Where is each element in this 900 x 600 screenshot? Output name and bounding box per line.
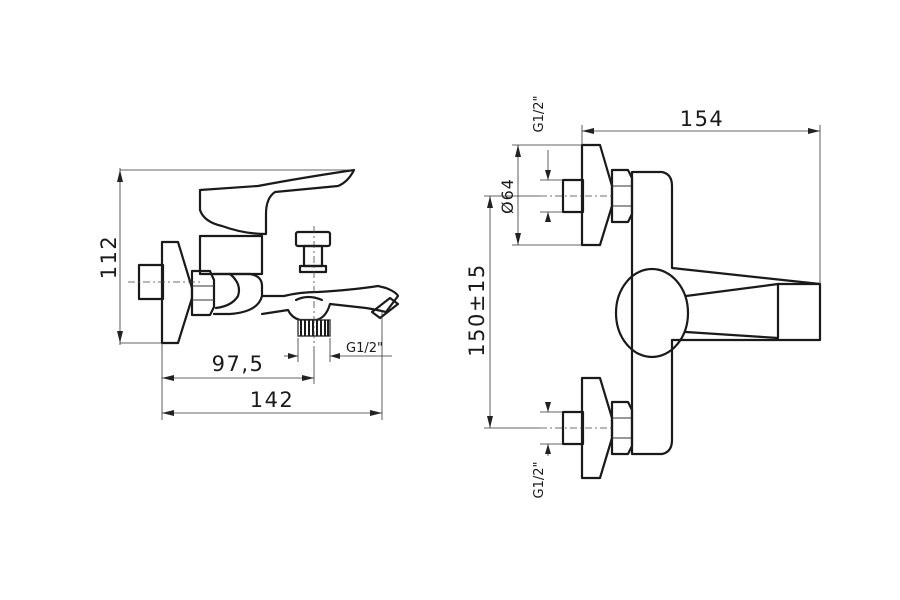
front-view: 154 Ø64 150±15 G1/2" <box>465 96 822 498</box>
side-height-label: 112 <box>97 235 121 280</box>
side-height-dimension: 112 <box>97 168 354 345</box>
front-lever-handle <box>684 282 780 340</box>
front-bottom-hex-nut <box>610 400 634 456</box>
front-bottom-thread-label: G1/2" <box>532 462 547 499</box>
side-lever-handle <box>198 168 356 236</box>
side-outlet-thread-callout: G1/2" <box>284 338 392 362</box>
side-wall-flange <box>160 240 194 345</box>
front-top-thread-label: G1/2" <box>532 96 547 133</box>
side-aerator <box>370 296 400 320</box>
front-width-label: 154 <box>680 107 725 131</box>
front-centers-dimension: 150±15 <box>465 195 540 429</box>
front-top-thread-callout: G1/2" <box>532 96 563 222</box>
front-centers-label: 150±15 <box>465 263 489 356</box>
front-top-flange <box>580 143 614 247</box>
front-top-hex-nut <box>610 168 634 224</box>
side-valve-body <box>212 272 264 316</box>
side-diverter-knob <box>294 230 332 248</box>
front-top-inlet-stub <box>561 178 585 214</box>
front-bottom-thread-callout: G1/2" <box>532 402 563 498</box>
side-hex-nut <box>190 269 216 317</box>
front-flange-diameter-dimension: Ø64 <box>498 144 582 246</box>
front-cartridge-housing <box>614 267 690 359</box>
side-depth-inner-label: 97,5 <box>212 352 265 376</box>
side-outlet-thread-label: G1/2" <box>346 341 383 356</box>
side-cartridge <box>198 234 264 276</box>
side-depth-total-label: 142 <box>250 388 295 412</box>
side-view: 112 97,5 142 G1/2" <box>97 168 400 420</box>
front-width-dimension: 154 <box>581 107 821 284</box>
front-mixer-body <box>630 170 822 456</box>
front-bottom-inlet-stub <box>561 410 585 446</box>
side-depth-total-dimension: 142 <box>162 312 383 420</box>
side-depth-inner-dimension: 97,5 <box>161 343 315 420</box>
